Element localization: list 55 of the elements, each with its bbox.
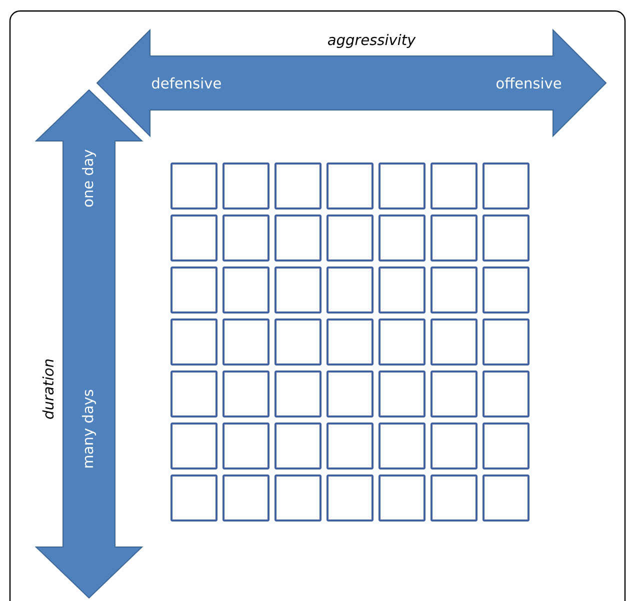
grid-square — [378, 474, 426, 522]
grid-square — [326, 162, 374, 210]
axis-end-label: offensive — [496, 77, 562, 89]
grid-square — [170, 422, 218, 470]
grid-square — [222, 214, 270, 262]
axis-end-label: one day — [82, 150, 96, 207]
grid-square — [274, 214, 322, 262]
grid-square — [430, 474, 478, 522]
grid-square — [378, 370, 426, 418]
grid-square — [326, 370, 374, 418]
grid-square — [430, 422, 478, 470]
grid-square — [378, 318, 426, 366]
grid-square — [326, 474, 374, 522]
grid-square — [482, 214, 530, 262]
grid-square — [430, 214, 478, 262]
grid-square — [222, 318, 270, 366]
grid-square — [274, 318, 322, 366]
grid-square — [378, 422, 426, 470]
grid-square — [430, 370, 478, 418]
grid-square — [222, 370, 270, 418]
grid-square — [274, 266, 322, 314]
grid-square — [482, 422, 530, 470]
grid-square — [170, 266, 218, 314]
grid-square — [274, 422, 322, 470]
grid-square — [274, 162, 322, 210]
grid-square — [378, 266, 426, 314]
grid-square — [274, 370, 322, 418]
grid-square — [222, 422, 270, 470]
grid-square — [482, 162, 530, 210]
grid-square — [482, 370, 530, 418]
grid-square — [170, 370, 218, 418]
grid-square — [326, 266, 374, 314]
grid-square — [170, 214, 218, 262]
axis-end-label: defensive — [152, 77, 221, 89]
grid-square — [222, 266, 270, 314]
grid-square — [378, 162, 426, 210]
grid-square — [482, 474, 530, 522]
grid-square — [170, 318, 218, 366]
grid-square — [430, 162, 478, 210]
grid-square — [274, 474, 322, 522]
grid-square — [326, 318, 374, 366]
grid-square — [170, 162, 218, 210]
grid-square — [430, 318, 478, 366]
grid-square — [222, 162, 270, 210]
grid-square — [430, 266, 478, 314]
axis-title: aggressivity — [328, 34, 416, 48]
grid-square — [170, 474, 218, 522]
axis-end-label: many days — [82, 390, 96, 468]
grid-square — [222, 474, 270, 522]
grid-square — [326, 422, 374, 470]
grid-square — [378, 214, 426, 262]
grid-square — [482, 266, 530, 314]
grid-square — [326, 214, 374, 262]
grid-square — [482, 318, 530, 366]
axis-title: duration — [42, 359, 54, 419]
